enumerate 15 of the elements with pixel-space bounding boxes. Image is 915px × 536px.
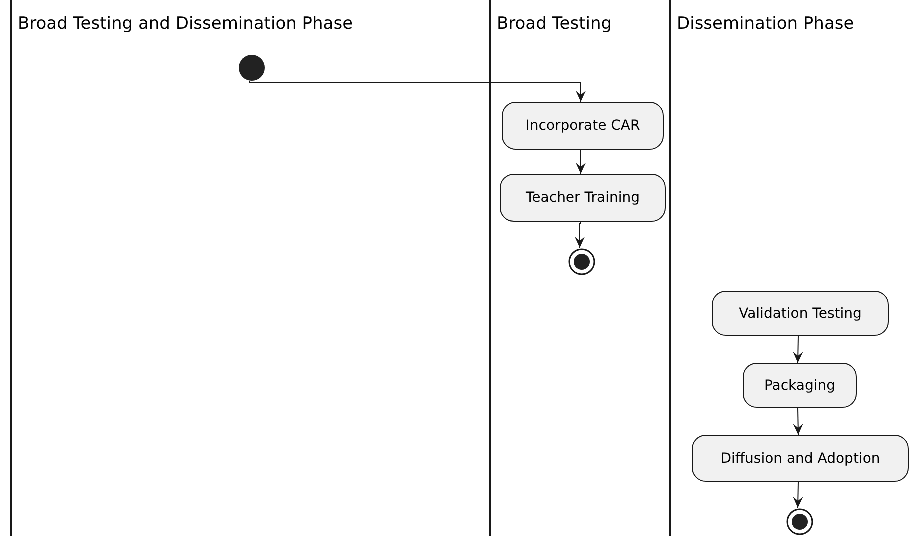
action-box: Validation Testing [712, 291, 889, 336]
arrow [793, 336, 804, 364]
arrow [793, 408, 804, 436]
lane-title: Broad Testing and Dissemination Phase [18, 14, 354, 34]
arrow [793, 482, 804, 508]
action-box: Teacher Training [500, 174, 666, 222]
swimlane [489, 0, 669, 536]
arrow [575, 222, 585, 248]
action-box: Packaging [743, 363, 857, 408]
action-box: Incorporate CAR [502, 102, 664, 150]
arrow [250, 80, 586, 102]
lane-title: Broad Testing [497, 14, 612, 34]
lane-title: Dissemination Phase [677, 14, 854, 34]
arrow [576, 150, 586, 174]
action-box: Diffusion and Adoption [692, 435, 909, 482]
